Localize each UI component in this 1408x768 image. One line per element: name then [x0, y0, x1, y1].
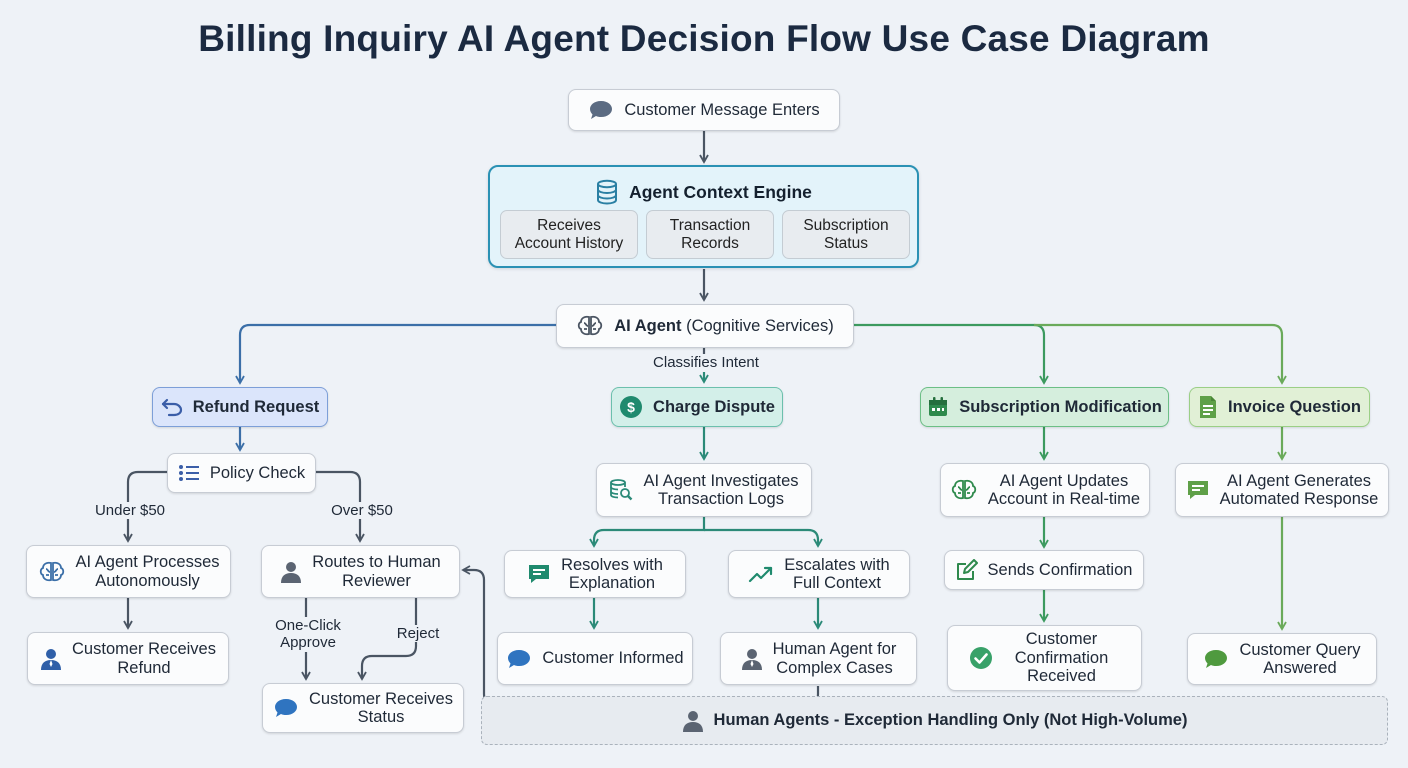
database-search-icon	[609, 478, 633, 502]
ai-agent-node: AI Agent (Cognitive Services)	[556, 304, 854, 348]
over-50-label: Over $50	[312, 502, 412, 520]
person-icon	[280, 560, 302, 584]
refund-request-category: Refund Request	[152, 387, 328, 427]
invoice-question-category: Invoice Question	[1189, 387, 1370, 427]
arrow-investigate-to-resolve	[589, 517, 706, 548]
reject-label: Reject	[386, 625, 450, 643]
message-icon	[1186, 479, 1210, 501]
brain-icon	[576, 314, 604, 338]
undo-arrow-icon	[161, 397, 183, 417]
brain-icon	[950, 478, 978, 502]
person-icon	[40, 647, 62, 671]
person-icon	[741, 647, 763, 671]
chat-bubble-icon	[1203, 648, 1229, 670]
arrow-investigate-to-escalate	[704, 528, 823, 548]
under-50-label: Under $50	[80, 502, 180, 520]
dollar-circle-icon: $	[619, 395, 643, 419]
customer-message-node: Customer Message Enters	[568, 89, 840, 131]
list-icon	[178, 464, 200, 482]
chat-bubble-icon	[588, 99, 614, 121]
arrow-policy-under	[123, 470, 167, 543]
chat-bubble-icon	[273, 697, 299, 719]
calendar-icon	[927, 396, 949, 418]
database-icon	[595, 179, 619, 205]
policy-check-node: Policy Check	[167, 453, 316, 493]
arrow-policy-over	[316, 470, 365, 543]
document-icon	[1198, 395, 1218, 419]
diagram-title: Billing Inquiry AI Agent Decision Flow U…	[198, 18, 1210, 59]
arrow-agent-to-invoice	[1034, 323, 1287, 385]
trend-up-icon	[748, 564, 774, 584]
edit-icon	[956, 559, 978, 581]
brain-icon	[38, 560, 66, 584]
person-icon	[682, 709, 704, 733]
customer-informed-node: Customer Informed	[497, 632, 693, 685]
chat-bubble-icon	[506, 648, 532, 670]
engine-title: Agent Context Engine	[629, 181, 812, 202]
check-circle-icon	[969, 646, 993, 670]
arrow-reject	[357, 598, 418, 681]
message-icon	[527, 563, 551, 585]
human-agents-exception-bar: Human Agents - Exception Handling Only (…	[481, 696, 1388, 745]
sends-confirmation-node: Sends Confirmation	[944, 550, 1144, 590]
charge-dispute-category: $ Charge Dispute	[611, 387, 783, 427]
svg-text:$: $	[627, 399, 635, 415]
subscription-modification-category: Subscription Modification	[920, 387, 1169, 427]
classifies-intent-label: Classifies Intent	[640, 354, 772, 372]
arrow-agent-to-refund	[235, 323, 556, 385]
arrow-agent-to-subscription	[854, 323, 1049, 385]
